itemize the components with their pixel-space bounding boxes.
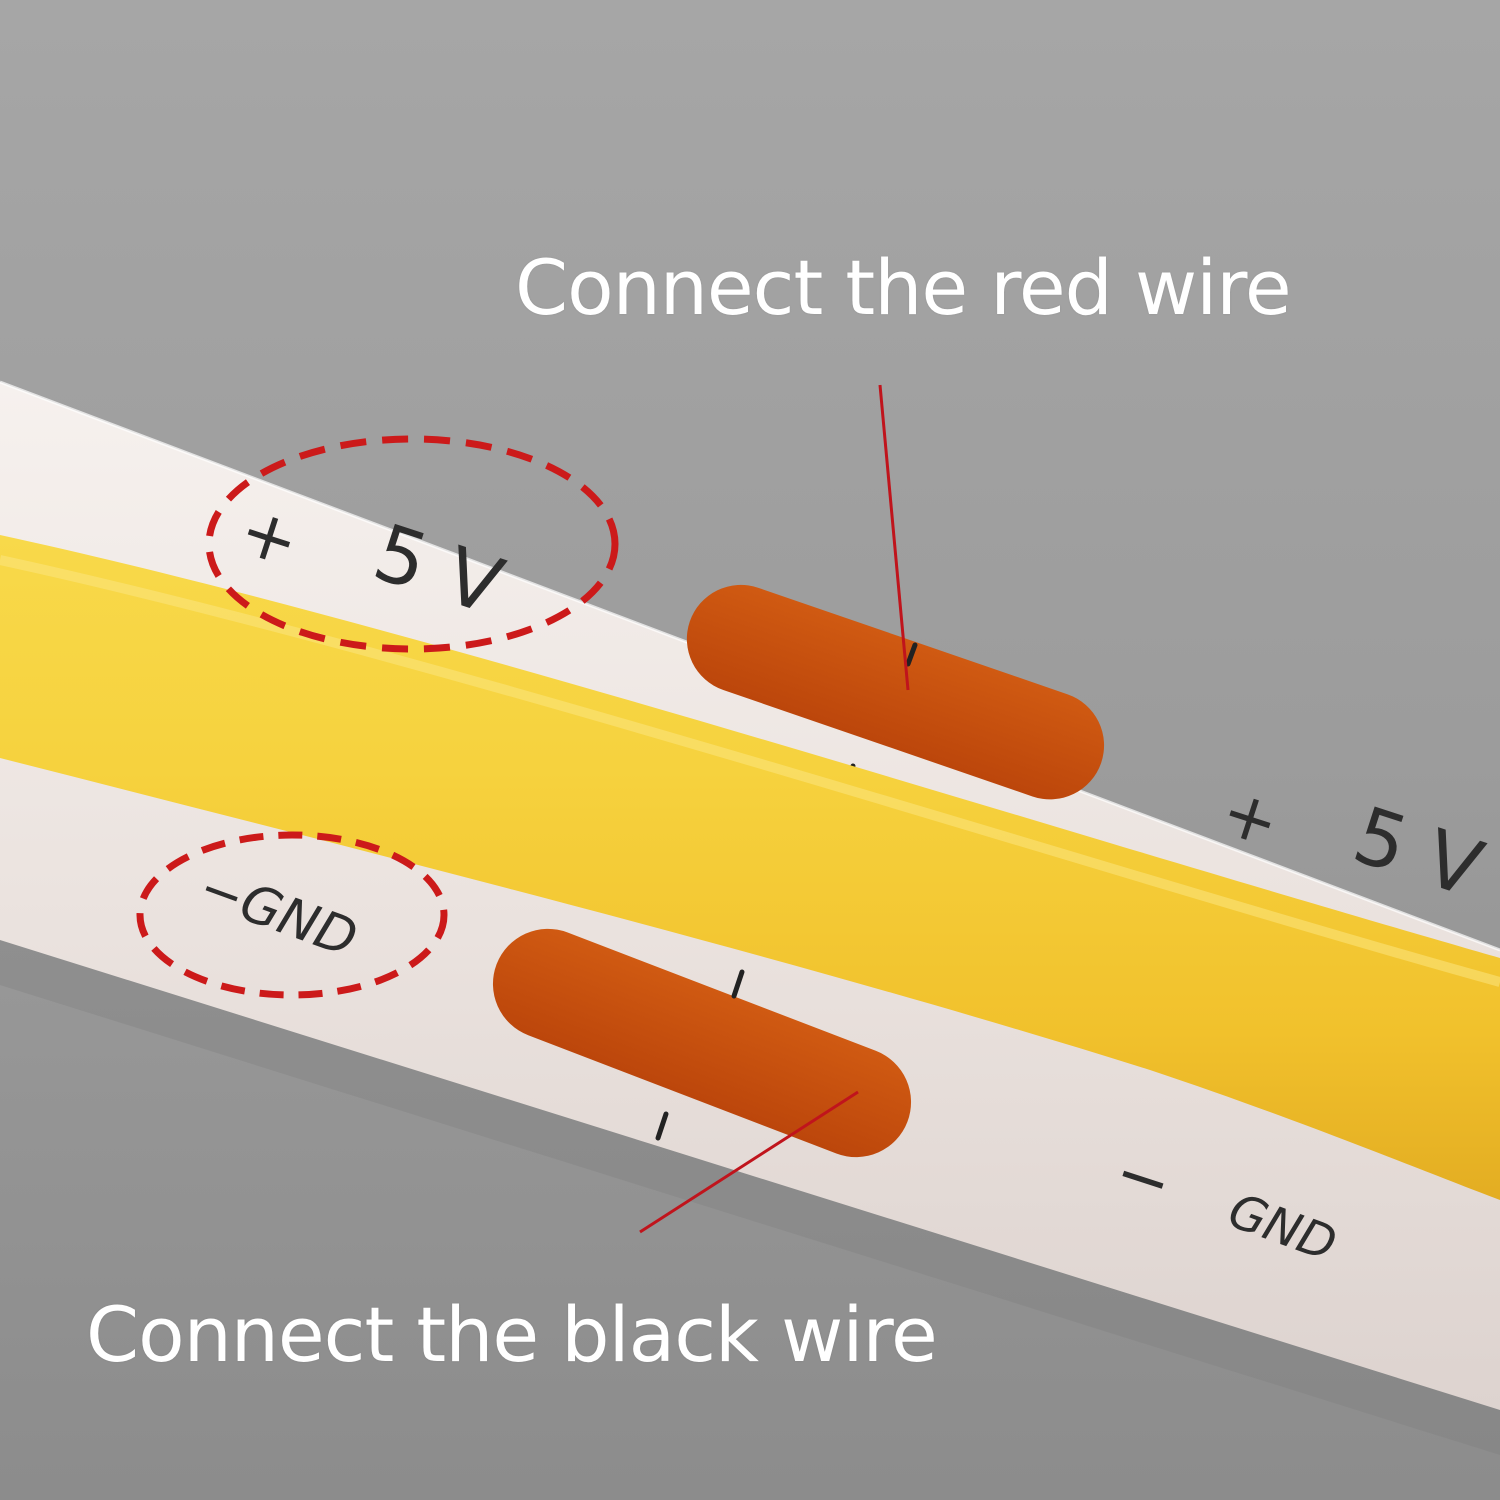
dashed-ellipse-marker [205, 435, 619, 653]
pointer-line-black [639, 1090, 859, 1234]
red-wire-caption: Connect the red wire [515, 243, 1292, 332]
cob-led-highlight [0, 555, 1500, 987]
black-wire-caption: Connect the black wire [86, 1290, 938, 1379]
solder-pad-negative [492, 928, 912, 1158]
solder-pad-positive [686, 584, 1105, 800]
dashed-ellipse-marker [136, 831, 448, 999]
cut-mark [655, 1111, 669, 1141]
cut-mark [731, 969, 745, 999]
pointer-line-red [878, 384, 910, 691]
cob-led-line [0, 535, 1500, 1200]
cut-mark [905, 642, 918, 667]
